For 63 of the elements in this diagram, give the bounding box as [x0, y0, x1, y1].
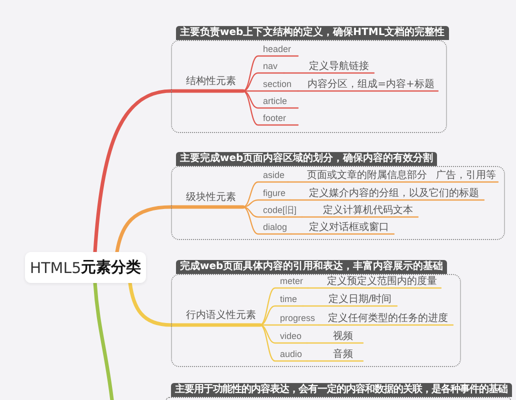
description-text: 定义计算机代码文本: [318, 205, 418, 218]
branch-line: [259, 324, 308, 362]
element-name: header: [258, 44, 298, 57]
branch-line: [307, 287, 442, 289]
main-branch-line: [115, 205, 245, 254]
branch-line: [306, 342, 364, 344]
group-heading-tag: 完成web页面具体内容的引用和表达，丰富内容展示的基础: [176, 260, 448, 274]
branch-line: [242, 199, 291, 208]
branch-line: [429, 181, 499, 183]
description-text: 视频: [323, 331, 363, 344]
description-text: 定义任何类型的任务的进度: [323, 313, 453, 326]
branch-line: [318, 324, 454, 326]
group-heading-tag: 主要负责web上下文结构的定义，确保HTML文档的完整性: [176, 26, 449, 40]
element-name: dialog: [258, 222, 291, 235]
description-text: 内容分区，组成=内容+标题: [304, 79, 438, 92]
element-name: audio: [275, 349, 307, 362]
branch-line: [306, 360, 364, 362]
description-text: 定义预定义范围内的度量: [323, 276, 441, 289]
description-text: 音频: [323, 349, 363, 362]
element-name: video: [275, 331, 307, 344]
element-name: section: [258, 79, 298, 92]
branch-line: [301, 216, 419, 218]
main-branch-line: [93, 89, 245, 254]
category-text: 行内语义性元素: [183, 307, 260, 326]
branch-line: [302, 305, 398, 307]
element-name: time: [275, 294, 303, 307]
branch-line: [289, 199, 485, 201]
element-name: article: [258, 96, 298, 109]
group-heading-tag: 主要用于功能性的内容表达，会有一定的内容和数据的关联，是各种事件的基础: [171, 383, 512, 397]
element-name: progress: [275, 313, 319, 326]
branch-line: [283, 72, 375, 74]
branch-line: [242, 90, 299, 92]
main-branch-line: [128, 281, 262, 327]
element-name: figure: [258, 188, 290, 201]
description-text: 定义导航链接: [304, 61, 374, 74]
element-name: footer: [258, 113, 298, 126]
branch-line: [290, 233, 395, 235]
element-name: aside: [258, 170, 288, 183]
description-text: 定义日期/时间: [323, 294, 397, 307]
branch-line: [259, 287, 309, 326]
branch-line: [242, 206, 292, 235]
branch-line: [242, 90, 299, 109]
branch-line: [242, 72, 285, 92]
branch-line: [242, 206, 303, 218]
description-text: 广告，引用等: [434, 170, 498, 183]
branch-line: [287, 181, 431, 183]
branch-line: [242, 90, 299, 126]
description-text: 页面或文章的附属信息部分: [304, 170, 430, 183]
category-text: 级块性元素: [183, 189, 243, 208]
branch-line: [297, 90, 439, 92]
element-name: code[旧]: [258, 205, 302, 218]
group-heading-tag: 主要完成web页面内容区域的划分，确保内容的有效分割: [176, 152, 438, 166]
description-text: 定义媒介内容的分组，以及它们的标题: [304, 188, 484, 201]
branch-line: [242, 55, 299, 92]
element-name: nav: [258, 61, 284, 74]
category-text: 结构性元素: [183, 73, 243, 92]
central-topic: HTML5元素分类: [25, 252, 146, 283]
branch-line: [259, 305, 304, 326]
branch-line: [259, 324, 308, 344]
element-name: meter: [275, 276, 308, 289]
description-text: 定义对话框或窗口: [304, 222, 394, 235]
main-branch-line: [93, 281, 114, 400]
branch-line: [242, 181, 289, 208]
